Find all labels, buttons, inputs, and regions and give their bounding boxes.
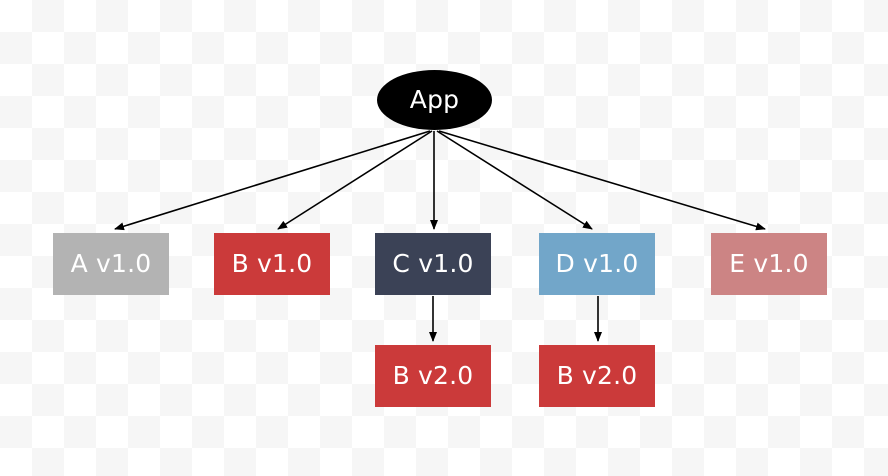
node-label: C v1.0 [392,248,474,278]
node-c1[interactable]: C v1.0 [375,233,491,295]
node-app[interactable]: App [377,70,492,130]
node-b2c[interactable]: B v2.0 [375,345,491,407]
node-label: B v2.0 [392,360,474,390]
node-label: App [409,84,460,114]
edge-app-to-a1 [114,130,431,231]
edge-app-to-b1 [277,130,433,230]
node-label: E v1.0 [729,248,809,278]
edge-app-to-d1 [436,130,593,230]
node-b2d[interactable]: B v2.0 [539,345,655,407]
node-d1[interactable]: D v1.0 [539,233,655,295]
node-label: B v1.0 [231,248,313,278]
edge-app-to-e1 [438,130,766,231]
node-b1[interactable]: B v1.0 [214,233,330,295]
node-label: A v1.0 [70,248,152,278]
node-a1[interactable]: A v1.0 [53,233,169,295]
node-label: D v1.0 [555,248,639,278]
node-e1[interactable]: E v1.0 [711,233,827,295]
node-label: B v2.0 [556,360,638,390]
